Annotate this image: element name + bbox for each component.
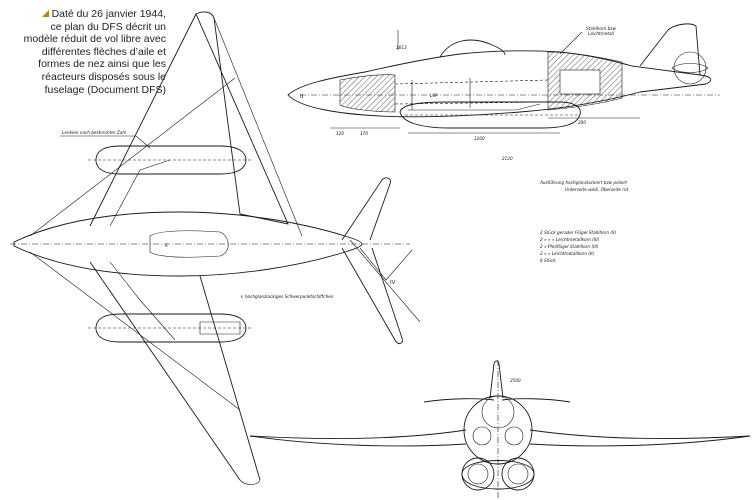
plan-lower-wing-trailing-edge	[199, 275, 261, 481]
triangle-marker-icon	[41, 10, 49, 17]
front-engine-left-inner	[467, 463, 489, 485]
plan-tail-sweep-line	[349, 239, 421, 323]
side-canopy	[439, 39, 506, 58]
label-2120: 2120	[502, 156, 513, 161]
front-engine-right-inner	[507, 463, 529, 485]
front-tail-fin	[489, 360, 504, 399]
label-120: 120	[336, 131, 344, 136]
label-lsp-long: Lenkein nach bestimmter Zahl	[62, 130, 127, 135]
note-list-1: 2 Stück gerader Flügel Stahlhorn (II)	[540, 230, 616, 235]
plan-lower-wing-tip	[239, 479, 261, 485]
side-tail-fin	[639, 23, 701, 76]
plan-upper-wing-trailing-edge	[213, 17, 303, 237]
label-schwerpunkt: × hochglanzlackiges Schwerpunktschiffche…	[240, 294, 334, 299]
label-sx: S	[165, 243, 168, 248]
side-view: Stahlhorn bzw Leichtmetall 1613 II LSP 1…	[287, 23, 720, 161]
front-intake-left	[472, 426, 492, 446]
caption-line-7: fuselage (Document DFS)	[44, 83, 166, 96]
caption-line-6: réacteurs disposés sous le	[41, 70, 166, 83]
side-stabilizer-roundel	[673, 51, 707, 85]
side-hatch-nose	[339, 74, 396, 113]
plan-lower-nacelle	[95, 313, 247, 343]
side-internal-1	[394, 79, 549, 85]
note-list-4: 2 » » Leichtmetallkorn (II)	[540, 251, 594, 256]
notes-block: Ausführung hochglanzlackiert bzw poliert…	[539, 180, 629, 263]
label-1613: 1613	[396, 45, 407, 50]
plan-upper-swept-wing-outline	[195, 11, 289, 225]
label-200: 200	[578, 120, 586, 125]
plan-lower-nacelle-inner	[199, 321, 241, 335]
side-fuselage	[287, 50, 712, 118]
front-wing-right-lower	[529, 435, 751, 447]
caption-text-1: Daté du 26 janvier 1944,	[51, 8, 166, 20]
label-roman-iv: IV	[390, 280, 396, 286]
plan-straight-wing-lower	[109, 261, 176, 341]
caption-line-5: formes de nez ainsi que les	[38, 58, 166, 71]
plan-upper-wing-leading-edge	[89, 13, 197, 227]
front-wing-right-upper	[529, 429, 751, 439]
side-internal-2	[394, 101, 549, 105]
plan-tail-upper	[341, 177, 391, 241]
caption-line-4: différentes flèches d’aile et	[41, 45, 166, 58]
plan-lower-wing-leading-edge	[89, 261, 241, 481]
plan-tail-straight	[359, 247, 413, 281]
plan-upper-nacelle	[95, 145, 247, 175]
label-2500: 2500	[510, 378, 521, 383]
front-wing-left-upper	[249, 429, 467, 439]
front-stabilizer	[423, 398, 571, 403]
plan-canopy	[149, 230, 229, 258]
plan-straight-wing-upper	[109, 159, 171, 227]
label-stahlhorn: Stahlhorn bzw	[586, 26, 616, 31]
note-list-5: 8 Stück	[540, 258, 556, 263]
note-list-2: 2 » » » Leichtmetallkorn (III)	[540, 237, 600, 242]
caption-line-3: modèle réduit de vol libre avec	[23, 33, 166, 46]
side-wing-line	[408, 103, 541, 111]
caption-line-2: ce plan du DFS décrit un	[50, 20, 166, 33]
front-intake-right	[504, 426, 524, 446]
note-list-3: 2 » Pfeilflügel Stahlhorn (III)	[540, 244, 599, 249]
plan-tail-lower	[341, 247, 403, 345]
figure-caption: Daté du 26 janvier 1944, ce plan du DFS …	[8, 8, 166, 96]
side-rear-window	[559, 69, 601, 95]
side-engine-nacelle	[399, 101, 581, 129]
label-leichtmetall: Leichtmetall	[588, 31, 615, 36]
side-leader-2	[559, 31, 583, 55]
plan-view: Lenkein nach bestimmter Zahl S IV × hoch…	[10, 11, 421, 485]
label-roman-ii: II	[300, 94, 304, 100]
plan-sweep-line-lower	[29, 251, 241, 411]
caption-line-1: Daté du 26 janvier 1944,	[8, 8, 166, 21]
note-ausfuhrung-1: Ausführung hochglanzlackiert bzw poliert	[539, 180, 627, 185]
note-ausfuhrung-2: Unterseite weiß, Oberseite rot	[565, 187, 629, 192]
label-170: 170	[360, 131, 368, 136]
plan-sweep-line-upper	[29, 77, 236, 237]
label-1200: 1200	[474, 136, 485, 141]
label-lsp: LSP	[430, 93, 438, 98]
front-view: 2500	[249, 360, 751, 498]
front-wing-left-lower	[249, 435, 467, 447]
side-stabilizer-plane	[671, 63, 709, 73]
front-engine-housing	[461, 460, 535, 490]
label-lsp-leader	[135, 135, 151, 149]
